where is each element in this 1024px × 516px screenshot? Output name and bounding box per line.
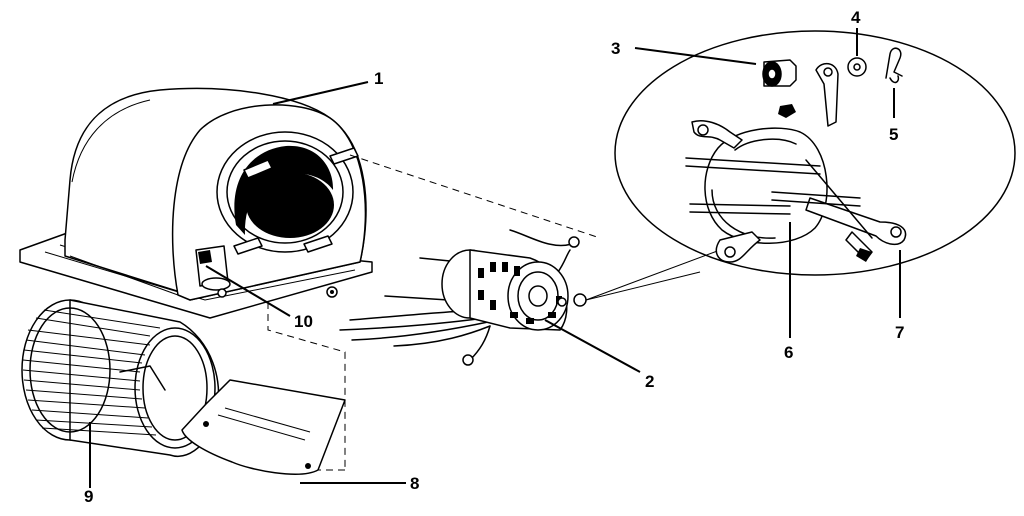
- cutoff-plate: [181, 379, 346, 475]
- callout-10: 10: [294, 312, 313, 331]
- callout-2: 2: [645, 372, 654, 391]
- blower-housing: [19, 87, 373, 319]
- detail-view: [585, 30, 1016, 301]
- callout-7: 7: [895, 323, 904, 342]
- callout-3: 3: [611, 39, 620, 58]
- motor: [339, 229, 587, 366]
- callout-5: 5: [889, 125, 898, 144]
- callout-6: 6: [784, 343, 793, 362]
- callout-8: 8: [410, 474, 419, 493]
- callouts: 1 2 3 4 5 6 7 8 9 10: [84, 8, 904, 506]
- projection-lines: [267, 154, 601, 471]
- callout-1: 1: [374, 69, 383, 88]
- leader-lines: [89, 28, 901, 488]
- callout-4: 4: [851, 8, 861, 27]
- callout-9: 9: [84, 487, 93, 506]
